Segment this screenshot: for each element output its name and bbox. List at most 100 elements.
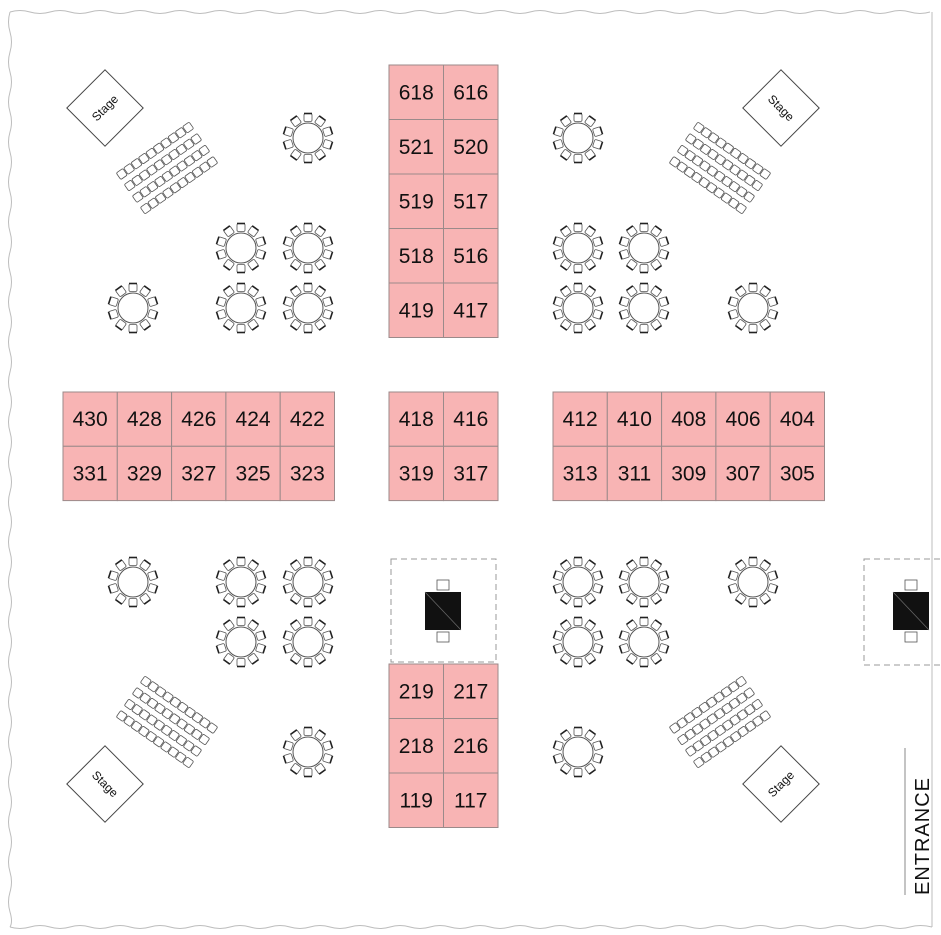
chair [729,697,740,709]
booth-305[interactable]: 305 [769,445,826,502]
round-table[interactable] [618,556,670,608]
booth-424[interactable]: 424 [225,391,281,447]
booth-516[interactable]: 516 [443,228,499,284]
booth-218[interactable]: 218 [388,718,444,774]
round-table[interactable] [618,616,670,668]
round-table[interactable] [282,726,334,778]
chair [584,653,597,665]
chair [198,145,210,156]
chair [222,619,235,631]
round-table[interactable] [282,222,334,274]
booth-521[interactable]: 521 [388,119,444,175]
chair [592,139,604,150]
booth-426[interactable]: 426 [171,391,227,447]
chair [737,726,749,737]
round-table[interactable] [215,556,267,608]
round-table[interactable] [552,112,604,164]
round-table[interactable] [107,282,159,334]
chair [282,249,294,260]
round-table[interactable] [215,616,267,668]
chair [650,319,663,331]
booth-616[interactable]: 616 [443,64,499,120]
booth-419[interactable]: 419 [388,282,444,338]
round-table[interactable] [618,222,670,274]
chair [222,319,235,331]
chair [236,556,246,566]
booth-517[interactable]: 517 [443,173,499,229]
chair [573,264,583,274]
booth-317[interactable]: 317 [443,445,499,502]
booth-428[interactable]: 428 [116,391,173,447]
round-table[interactable] [107,556,159,608]
booth-329[interactable]: 329 [116,445,173,502]
booth-number: 313 [563,462,598,485]
booth-520[interactable]: 520 [443,119,499,175]
chair [128,282,138,292]
booth-418[interactable]: 418 [388,391,444,447]
booth-416[interactable]: 416 [443,391,499,447]
chair [139,186,151,198]
booth-430[interactable]: 430 [62,391,118,447]
booth-311[interactable]: 311 [606,445,663,502]
booth-327[interactable]: 327 [171,445,227,502]
booth-216[interactable]: 216 [443,718,499,774]
booth-307[interactable]: 307 [715,445,771,502]
booth-319[interactable]: 319 [388,445,444,502]
booth-number: 307 [726,462,761,485]
booth-331[interactable]: 331 [62,445,118,502]
chair [289,729,302,741]
booth-519[interactable]: 519 [388,173,444,229]
round-table[interactable] [552,282,604,334]
chair [552,583,564,594]
booth-117[interactable]: 117 [443,772,499,828]
booth-313[interactable]: 313 [552,445,608,502]
chair [160,741,172,753]
chair [552,570,564,581]
booth-number: 418 [399,408,434,431]
booth-number: 416 [453,408,488,431]
round-table[interactable] [727,556,779,608]
chair [124,180,136,191]
booth-518[interactable]: 518 [388,228,444,284]
booth-412[interactable]: 412 [552,391,608,447]
round-table[interactable] [282,616,334,668]
round-table[interactable] [282,556,334,608]
booth-325[interactable]: 325 [225,445,281,502]
chair [592,236,604,247]
booth-323[interactable]: 323 [279,445,336,502]
booth-408[interactable]: 408 [661,391,717,447]
round-table[interactable] [727,282,779,334]
chair [559,729,572,741]
round-table[interactable] [552,616,604,668]
round-table[interactable] [215,282,267,334]
round-table[interactable] [552,556,604,608]
booth-119[interactable]: 119 [388,772,444,828]
booth-422[interactable]: 422 [279,391,336,447]
booth-417[interactable]: 417 [443,282,499,338]
chair [552,309,564,320]
booth-number: 219 [399,680,434,703]
chair [729,164,741,176]
round-table[interactable] [618,282,670,334]
chair [289,285,302,297]
round-table[interactable] [215,222,267,274]
booth-404[interactable]: 404 [769,391,826,447]
round-table[interactable] [282,112,334,164]
booth-618[interactable]: 618 [388,64,444,120]
booth-309[interactable]: 309 [661,445,717,502]
booth-217[interactable]: 217 [443,663,499,719]
booth-406[interactable]: 406 [715,391,771,447]
table-top [117,566,149,598]
chair [222,593,235,605]
round-table[interactable] [552,726,604,778]
booth-410[interactable]: 410 [606,391,663,447]
round-table[interactable] [552,222,604,274]
booth-219[interactable]: 219 [388,663,444,719]
chair [743,191,755,203]
round-table[interactable] [282,282,334,334]
chair [584,225,597,237]
chair [215,309,227,320]
chair [198,734,210,745]
